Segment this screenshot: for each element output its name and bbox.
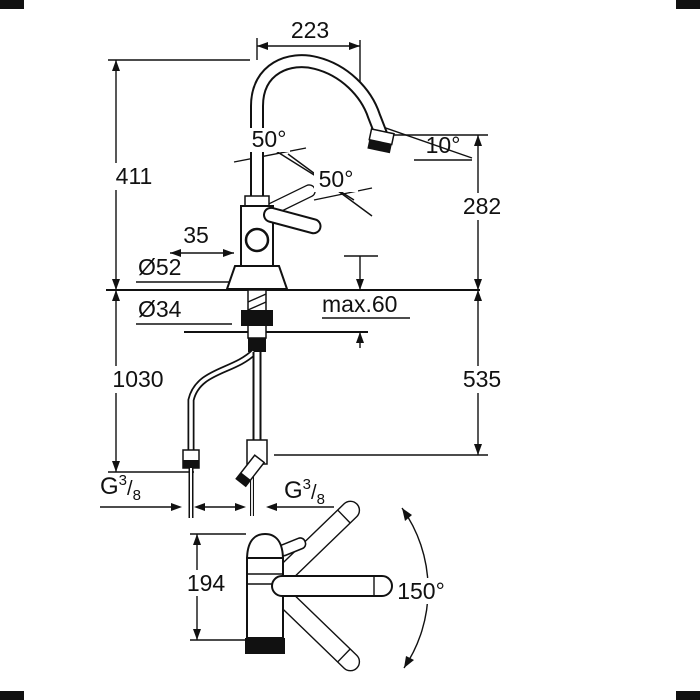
dimension-labels: 223 50° 50° 10° 411 282 35 Ø52 Ø34 max.6…: [100, 17, 508, 604]
label-194: 194: [187, 570, 226, 596]
base-column: [245, 532, 307, 654]
label-35: 35: [183, 222, 209, 248]
label-max-60: max.60: [322, 291, 397, 317]
label-282: 282: [463, 193, 501, 219]
supply-hose-right: [235, 352, 268, 516]
escutcheon-base: [225, 265, 289, 290]
label-g38-right: G3/8: [284, 476, 325, 508]
faucet-swivel-view: [245, 500, 393, 672]
mounting-nut: [241, 310, 273, 326]
body-medallion: [244, 227, 270, 253]
label-dia-52: Ø52: [138, 254, 181, 280]
supply-hose-left: [182, 349, 257, 518]
label-223: 223: [291, 17, 329, 43]
faucet-front-view: [182, 54, 395, 518]
hose-connector: [248, 338, 266, 352]
faucet-spout: [250, 54, 388, 212]
aerator: [367, 128, 395, 154]
label-g38-left: G3/8: [100, 472, 141, 504]
spout-arm-main: [271, 575, 393, 597]
label-angle-10: 10°: [426, 132, 461, 158]
lever-handle: [263, 206, 322, 235]
label-1030: 1030: [112, 366, 163, 392]
label-dia-34: Ø34: [138, 296, 182, 322]
label-411: 411: [116, 163, 153, 189]
label-angle-150: 150°: [397, 578, 445, 604]
label-angle-50-top: 50°: [252, 126, 287, 152]
label-535: 535: [463, 366, 501, 392]
label-angle-50-mid: 50°: [319, 166, 354, 192]
